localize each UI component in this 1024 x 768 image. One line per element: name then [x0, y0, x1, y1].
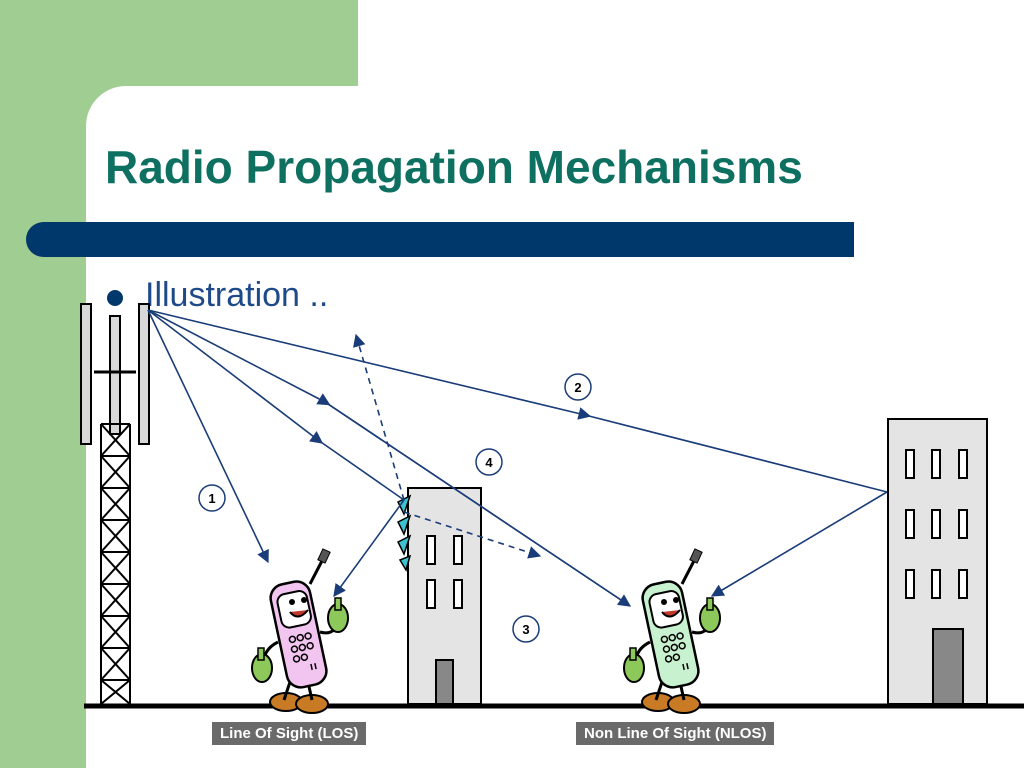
svg-text:4: 4	[485, 455, 493, 470]
content-panel	[86, 86, 1024, 768]
bullet-icon	[107, 290, 123, 306]
path-number-4: 4	[475, 448, 503, 476]
building-icon	[887, 418, 988, 705]
path-number-1: 1	[198, 484, 226, 512]
building-icon	[396, 487, 482, 705]
mobile-phone-character-icon	[250, 547, 350, 715]
los-label: Line Of Sight (LOS)	[212, 722, 367, 745]
title-underline-bar	[26, 222, 854, 257]
svg-text:2: 2	[574, 380, 581, 395]
propagation-paths	[147, 309, 888, 607]
path-number-2: 2	[564, 373, 592, 401]
path-number-3: 3	[512, 615, 540, 643]
slide-title: Radio Propagation Mechanisms	[105, 141, 803, 193]
svg-text:3: 3	[522, 622, 529, 637]
nlos-label: Non Line Of Sight (NLOS)	[576, 722, 775, 745]
svg-text:1: 1	[208, 491, 215, 506]
cell-tower-icon	[80, 303, 150, 705]
mobile-phone-character-icon	[622, 547, 722, 715]
bullet-text: Illustration ..	[145, 276, 329, 314]
